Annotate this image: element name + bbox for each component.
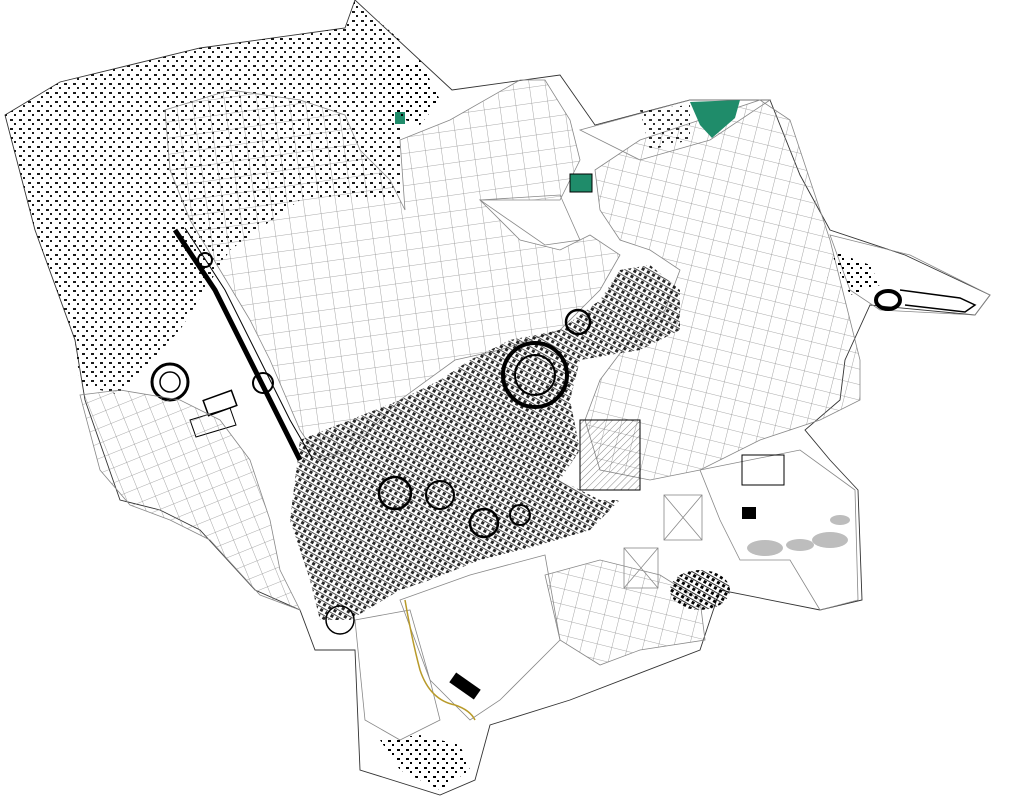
south-path — [380, 599, 481, 790]
east-oval-structure — [830, 250, 977, 313]
parcel-outlines — [354, 99, 991, 741]
grid-surface-southwest — [79, 389, 301, 611]
grid-surface-north — [164, 79, 621, 461]
site-boundary — [4, 0, 991, 796]
central-complex — [290, 265, 680, 635]
grid-surface-east — [584, 99, 861, 481]
north-small-buildings — [380, 60, 690, 150]
southeast-cluster — [670, 570, 730, 610]
grid-surface-south — [544, 559, 706, 666]
east-gray-features — [741, 454, 850, 556]
diagonal-boulevard — [172, 227, 313, 462]
